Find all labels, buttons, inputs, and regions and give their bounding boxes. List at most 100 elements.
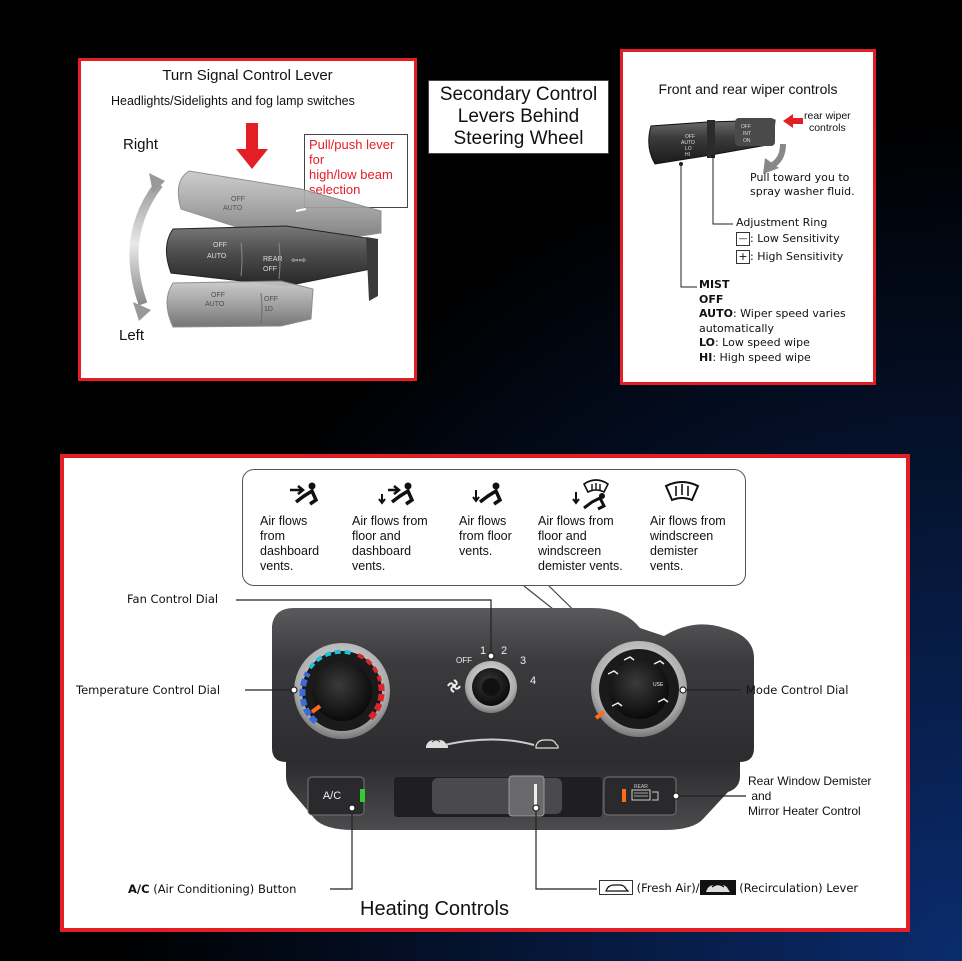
pull-note-line: Pull toward you to [750, 171, 850, 184]
lever-text: AUTO [223, 205, 243, 212]
auto-text: : Wiper speed varies [732, 307, 846, 321]
mode-line: floor and [538, 529, 587, 543]
turn-signal-panel: Turn Signal Control Lever Headlights/Sid… [78, 58, 417, 381]
fresh-air-icon [599, 880, 633, 895]
lever-text: REAR [263, 256, 282, 263]
rear-demister-line: Rear Window Demister [748, 774, 872, 788]
mode-line: floor and [352, 529, 401, 543]
ac-button-text: A/C [322, 790, 342, 802]
mode-line: windscreen [538, 544, 602, 558]
lever-text: AUTO [207, 253, 227, 260]
heating-diagram: REAR OFF 1 2 3 4 [236, 479, 754, 890]
mode-line: Air flows from [538, 514, 614, 528]
mode-line: Air flows from [352, 514, 428, 528]
rear-button-text: REAR [634, 784, 648, 790]
low-sensitivity-text: : Low Sensitivity [750, 232, 840, 245]
pull-arrow-icon [763, 143, 786, 174]
left-label: Left [119, 327, 145, 344]
recirculation-text: (Recirculation) Lever [735, 880, 859, 895]
floor-dashboard-vent-icon [378, 482, 415, 506]
rotation-arrow-icon [129, 173, 165, 321]
mode-dial: USE [591, 641, 687, 737]
hi-text: : High speed wipe [712, 350, 811, 364]
mode-text-dashboard: Air flows from dashboard vents. [260, 514, 319, 574]
leader-lines [236, 599, 746, 890]
lever-middle: OFF AUTO REAR OFF ⇦⇨ [166, 225, 378, 301]
ac-rest: (Air Conditioning) Button [149, 882, 297, 896]
mode-text-floor-demister: Air flows from floor and windscreen demi… [538, 514, 623, 574]
stalk-text: OFF [685, 134, 695, 140]
mode-text-floor-dashboard: Air flows from floor and dashboard vents… [352, 514, 428, 574]
svg-text:⇦⇨: ⇦⇨ [291, 255, 307, 265]
rear-demister-line: Mirror Heater Control [748, 804, 861, 818]
temperature-dial [294, 643, 390, 739]
lever-text: AUTO [205, 301, 225, 308]
high-low-beam-callout: Pull/push lever for high/low beam select… [304, 134, 408, 208]
mode-legend-box [242, 469, 746, 586]
rear-window-icon [631, 789, 659, 801]
heating-title: Heating Controls [360, 898, 509, 920]
center-title-line: Levers Behind [457, 106, 580, 127]
pull-note-line: spray washer fluid. [750, 185, 855, 198]
center-title-line: Steering Wheel [453, 128, 584, 149]
hi-key: HI [699, 350, 713, 364]
fan-speed-off: OFF [456, 656, 472, 665]
center-title-line: Secondary Control [439, 84, 598, 105]
rear-demister-indicator [622, 789, 626, 802]
lo-text: : Low speed wipe [714, 336, 810, 350]
ac-key: A/C [128, 882, 150, 896]
svg-text:USE: USE [653, 682, 664, 688]
stalk-text: ON [743, 138, 751, 144]
fan-dial-label: Fan Control Dial [127, 592, 219, 606]
fresh-air-small-icon [535, 739, 559, 749]
adjustment-ring-title: Adjustment Ring [736, 216, 828, 229]
stalk-text: OFF [741, 124, 751, 130]
wiper-illustration: OFF AUTO LO HI OFF INT ON [648, 114, 803, 288]
stalk-text: INT [743, 131, 751, 137]
fan-speed-4: 4 [530, 675, 536, 687]
fan-icon [447, 679, 461, 693]
turn-signal-title: Turn Signal Control Lever [162, 67, 333, 84]
lo-key: LO [699, 336, 715, 350]
mode-line: Air flows [459, 514, 507, 528]
wiper-panel: Front and rear wiper controls OFF AUTO L… [620, 49, 876, 385]
callout-line: high/low beam [309, 167, 393, 182]
wiper-modes-list: MIST OFF AUTO: Wiper speed varies automa… [699, 278, 846, 366]
temperature-dial-label: Temperature Control Dial [76, 683, 221, 697]
demister-vent-icon [664, 481, 700, 502]
minus-box-icon: — [736, 232, 750, 246]
mode-line: dashboard [260, 544, 320, 558]
mode-line: Air flows [260, 514, 308, 528]
floor-vent-icon [472, 482, 503, 506]
lever-text: OFF [264, 296, 278, 303]
floor-demister-vent-icon [572, 479, 610, 511]
mode-text-demister: Air flows from windscreen demister vents… [650, 514, 726, 574]
mode-line: from [260, 529, 285, 543]
dashboard-vent-icon [290, 482, 319, 506]
mode-dial-label: Mode Control Dial [746, 683, 849, 697]
rear-wiper-arrow-icon [783, 114, 803, 128]
high-sensitivity-row: +: High Sensitivity [736, 250, 843, 264]
lo-row: LO: Low speed wipe [699, 336, 846, 351]
wiper-stalk: OFF AUTO LO HI OFF INT ON [648, 118, 776, 165]
auto-line2: automatically [699, 321, 774, 335]
callout-line: selection [309, 182, 361, 197]
lever-text: 1D [264, 306, 273, 313]
stalk-text: LO [685, 146, 692, 152]
auto-row: AUTO: Wiper speed varies [699, 307, 846, 322]
right-label: Right [123, 136, 159, 153]
mode-text-floor: Air flows from floor vents. [459, 514, 512, 559]
leader-dots [290, 652, 687, 812]
callout-line: for [309, 152, 325, 167]
stalk-text: AUTO [681, 140, 695, 146]
ac-indicator-light [360, 789, 365, 802]
auto-key: AUTO [699, 307, 733, 321]
air-lever-label: (Fresh Air)/ (Recirculation) Lever [599, 880, 858, 895]
ac-button[interactable]: A/C [308, 777, 360, 815]
plus-box-icon: + [736, 250, 750, 264]
fan-dial [465, 661, 517, 713]
mode-line: dashboard [352, 544, 412, 558]
wiper-title: Front and rear wiper controls [658, 81, 838, 97]
fan-speed-2: 2 [501, 645, 507, 657]
